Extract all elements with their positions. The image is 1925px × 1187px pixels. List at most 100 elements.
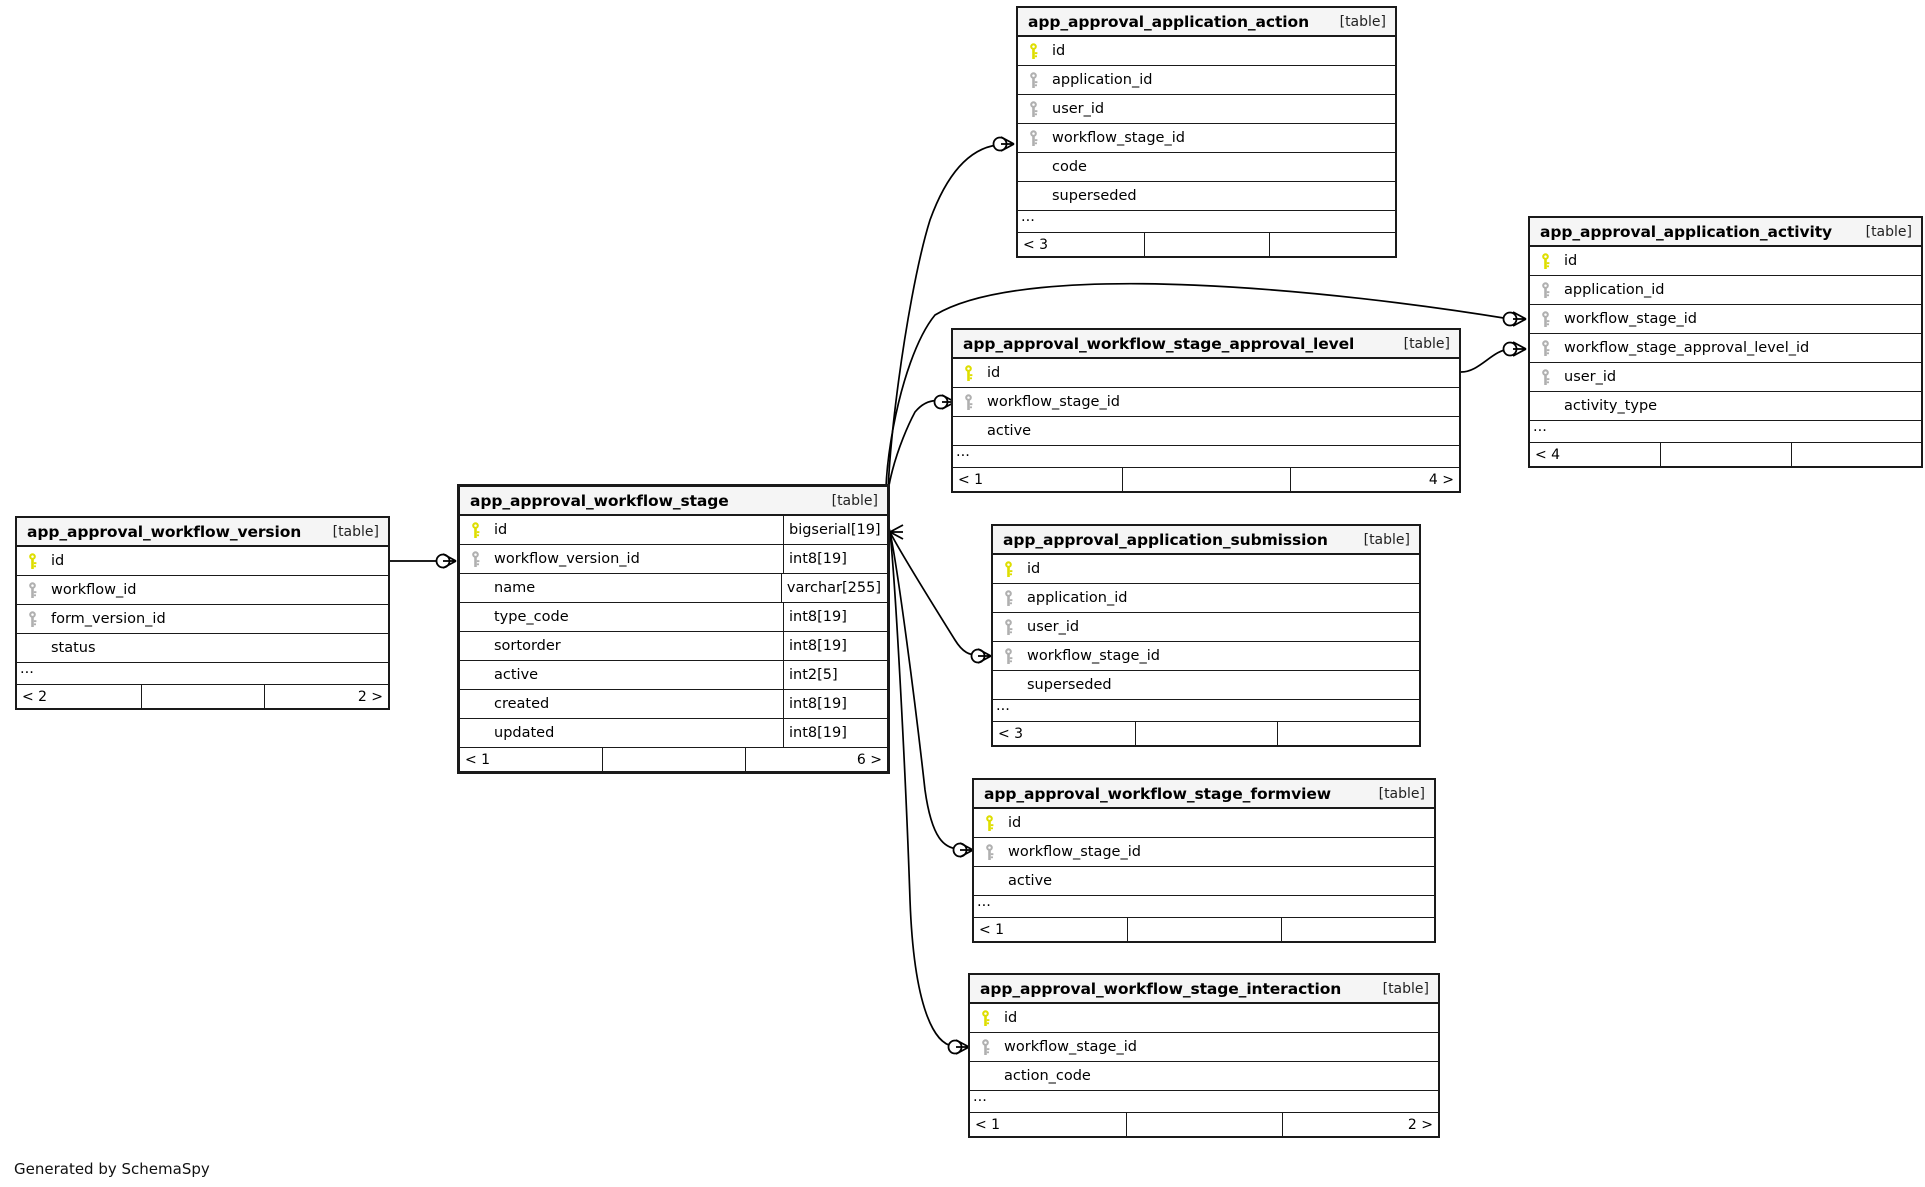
footer-parents-count[interactable]: < 1 (958, 471, 984, 488)
more-columns-indicator[interactable]: ... (953, 445, 1459, 468)
primary-key-icon (17, 552, 47, 570)
column-row[interactable]: application_id (993, 584, 1419, 613)
column-name: workflow_stage_id (1008, 844, 1141, 860)
foreign-key-icon (993, 589, 1023, 607)
table-type-tag: [table] (1865, 223, 1912, 240)
column-row[interactable]: superseded (1018, 182, 1395, 211)
table-type-tag: [table] (1363, 531, 1410, 548)
footer-parents-count[interactable]: < 1 (975, 1116, 1001, 1133)
foreign-key-icon (1530, 310, 1560, 328)
column-row[interactable]: workflow_stage_id (953, 388, 1459, 417)
column-row[interactable]: user_id (1018, 95, 1395, 124)
column-row[interactable]: active (953, 417, 1459, 446)
primary-key-icon (970, 1009, 1000, 1027)
table-header-app_approval_workflow_stage_approval_level[interactable]: app_approval_workflow_stage_approval_lev… (953, 330, 1459, 359)
table-header-app_approval_workflow_stage_interaction[interactable]: app_approval_workflow_stage_interaction[… (970, 975, 1438, 1004)
table-title: app_approval_application_activity (1540, 222, 1833, 241)
column-main: id (993, 555, 1419, 583)
table-header-app_approval_workflow_version[interactable]: app_approval_workflow_version[table] (17, 518, 388, 547)
footer-children-count[interactable] (1790, 443, 1921, 466)
column-row[interactable]: user_id (1530, 363, 1921, 392)
more-columns-indicator[interactable]: ... (993, 699, 1419, 722)
table-header-app_approval_workflow_stage_formview[interactable]: app_approval_workflow_stage_formview[tab… (974, 780, 1434, 809)
more-columns-indicator[interactable]: ... (970, 1090, 1438, 1113)
column-row[interactable]: application_id (1018, 66, 1395, 95)
footer-middle (140, 685, 265, 708)
column-row[interactable]: workflow_stage_id (1018, 124, 1395, 153)
column-main: active (953, 417, 1459, 445)
column-row[interactable]: id (17, 547, 388, 576)
more-columns-indicator[interactable]: ... (1018, 210, 1395, 233)
table-header-app_approval_application_action[interactable]: app_approval_application_action[table] (1018, 8, 1395, 37)
footer-children-count[interactable]: 6 > (744, 748, 887, 771)
footer-middle (1126, 1113, 1282, 1136)
column-row[interactable]: workflow_stage_id (993, 642, 1419, 671)
table-header-app_approval_workflow_stage[interactable]: app_approval_workflow_stage[table] (460, 487, 887, 516)
column-row[interactable]: user_id (993, 613, 1419, 642)
column-main: status (17, 634, 388, 662)
column-type: int8[19] (783, 603, 887, 631)
column-name: id (987, 365, 1001, 381)
table-node-app_approval_application_activity[interactable]: app_approval_application_activity [table]… (1528, 216, 1923, 468)
column-row[interactable]: workflow_stage_id (974, 838, 1434, 867)
table-footer: < 4 (1530, 443, 1921, 466)
column-row[interactable]: activity_type (1530, 392, 1921, 421)
more-columns-indicator[interactable]: ... (1530, 420, 1921, 443)
foreign-key-icon (993, 618, 1023, 636)
footer-parents-count[interactable]: < 3 (1023, 236, 1049, 253)
table-node-app_approval_workflow_stage_formview[interactable]: app_approval_workflow_stage_formview[tab… (972, 778, 1436, 943)
table-type-tag: [table] (1403, 335, 1450, 352)
column-row[interactable]: id (993, 555, 1419, 584)
column-row[interactable]: active (974, 867, 1434, 896)
column-row[interactable]: code (1018, 153, 1395, 182)
more-columns-indicator[interactable]: ... (974, 895, 1434, 918)
footer-parents-count[interactable]: < 1 (465, 751, 491, 768)
column-main: updated (460, 719, 783, 747)
column-row[interactable]: workflow_id (17, 576, 388, 605)
column-row[interactable]: workflow_stage_id (1530, 305, 1921, 334)
footer-children-count[interactable]: 4 > (1290, 468, 1459, 491)
table-node-app_approval_application_submission[interactable]: app_approval_application_submission[tabl… (991, 524, 1421, 747)
column-row[interactable]: id (974, 809, 1434, 838)
column-main: workflow_stage_approval_level_id (1530, 334, 1921, 362)
column-row[interactable]: id (1018, 37, 1395, 66)
footer-children-count[interactable]: 2 > (1282, 1113, 1438, 1136)
footer-parents-count[interactable]: < 1 (979, 921, 1005, 938)
footer-children-count[interactable] (1280, 918, 1434, 941)
column-row[interactable]: application_id (1530, 276, 1921, 305)
column-row[interactable]: superseded (993, 671, 1419, 700)
column-row[interactable]: id (1530, 247, 1921, 276)
table-header-app_approval_application_activity[interactable]: app_approval_application_activity [table] (1530, 218, 1921, 247)
footer-children-count[interactable] (1277, 722, 1419, 745)
table-node-app_approval_application_action[interactable]: app_approval_application_action[table]id… (1016, 6, 1397, 258)
column-row[interactable]: form_version_id (17, 605, 388, 634)
column-name: id (1008, 815, 1022, 831)
column-row[interactable]: workflow_stage_approval_level_id (1530, 334, 1921, 363)
footer-parents-count[interactable]: < 4 (1535, 446, 1561, 463)
table-node-app_approval_workflow_stage_approval_level[interactable]: app_approval_workflow_stage_approval_lev… (951, 328, 1461, 493)
table-node-app_approval_workflow_stage_interaction[interactable]: app_approval_workflow_stage_interaction[… (968, 973, 1440, 1138)
more-columns-indicator[interactable]: ... (17, 662, 388, 685)
table-header-app_approval_application_submission[interactable]: app_approval_application_submission[tabl… (993, 526, 1419, 555)
column-name: activity_type (1564, 398, 1658, 414)
column-row[interactable]: workflow_stage_id (970, 1033, 1438, 1062)
column-row[interactable]: action_code (970, 1062, 1438, 1091)
column-row[interactable]: status (17, 634, 388, 663)
column-row[interactable]: id (953, 359, 1459, 388)
footer-children-count[interactable]: 2 > (264, 685, 388, 708)
column-row[interactable]: id (970, 1004, 1438, 1033)
column-name: code (1052, 159, 1087, 175)
footer-parents-count[interactable]: < 2 (22, 688, 48, 705)
footer-parents-count[interactable]: < 3 (998, 725, 1024, 742)
footer-children-count[interactable] (1269, 233, 1395, 256)
